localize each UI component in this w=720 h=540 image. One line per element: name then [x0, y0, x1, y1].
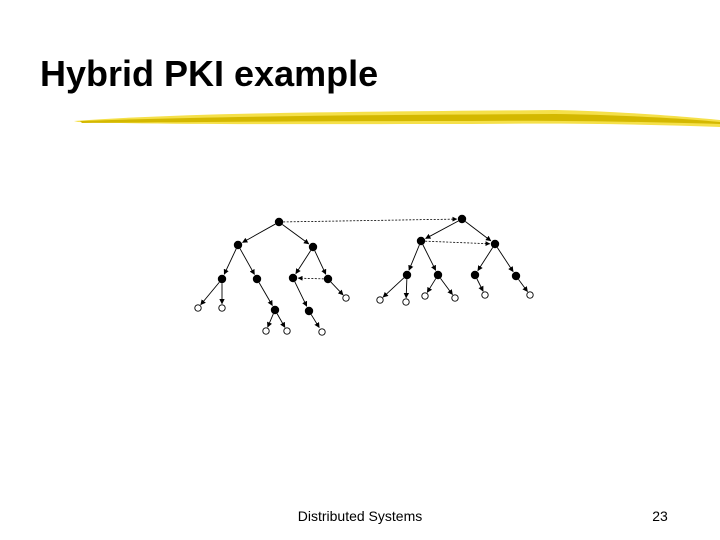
edge-Q-S	[408, 244, 420, 271]
leaf-node-m2	[402, 298, 410, 306]
ca-node-G	[288, 273, 298, 283]
cross-link-Q-R	[425, 240, 491, 247]
edge-P-Q	[425, 220, 459, 239]
edge-Q-T	[422, 244, 437, 271]
leaf-node-l1	[194, 304, 202, 312]
edge-D-l1	[200, 281, 220, 306]
ca-node-I	[304, 306, 314, 316]
ca-node-D	[217, 274, 227, 284]
ca-node-E	[252, 274, 262, 284]
edge-I-l6	[310, 314, 320, 329]
ca-node-F	[270, 305, 280, 315]
ca-node-B	[233, 240, 243, 250]
edge-F-l3	[267, 313, 274, 328]
leaf-node-m3	[421, 292, 429, 300]
ca-node-C	[308, 242, 318, 252]
edge-U-m5	[476, 278, 484, 292]
leaf-node-l2	[218, 304, 226, 312]
edge-P-R	[465, 221, 492, 242]
edge-G-I	[294, 281, 308, 307]
edge-T-m3	[426, 278, 437, 293]
ca-node-R	[490, 239, 500, 249]
edge-S-m1	[382, 277, 405, 298]
ca-node-T	[433, 270, 443, 280]
edge-C-G	[295, 250, 312, 275]
ca-node-P	[457, 214, 467, 224]
edge-R-V	[496, 247, 514, 273]
edge-E-F	[258, 282, 273, 306]
cross-link-A-P	[283, 216, 458, 223]
node-layer	[194, 214, 534, 336]
edge-A-C	[282, 224, 310, 245]
cross-link-H-G	[297, 275, 324, 281]
edge-V-m6	[518, 279, 528, 293]
leaf-node-l4	[283, 327, 291, 335]
leaf-node-l6	[318, 328, 326, 336]
edge-F-l4	[276, 313, 286, 328]
page-number: 23	[652, 508, 668, 524]
edge-C-H	[314, 250, 327, 275]
edge-layer	[200, 216, 528, 329]
edge-A-B	[242, 223, 276, 243]
leaf-node-m6	[526, 291, 534, 299]
leaf-node-l3	[262, 327, 270, 335]
edge-R-U	[477, 247, 494, 272]
edge-B-E	[239, 248, 255, 275]
ca-node-Q	[416, 236, 426, 246]
ca-node-A	[274, 217, 284, 227]
leaf-node-m4	[451, 294, 459, 302]
ca-node-U	[470, 270, 480, 280]
edge-S-m2	[403, 279, 410, 299]
ca-node-S	[402, 270, 412, 280]
slide-title: Hybrid PKI example	[40, 53, 379, 94]
leaf-node-l5	[342, 294, 350, 302]
leaf-node-m5	[481, 291, 489, 299]
leaf-node-m1	[376, 296, 384, 304]
edge-H-l5	[330, 281, 344, 296]
footer-text: Distributed Systems	[297, 508, 423, 524]
ca-node-H	[323, 274, 333, 284]
edge-T-m4	[440, 278, 453, 296]
ca-node-V	[511, 271, 521, 281]
edge-B-D	[223, 248, 237, 275]
